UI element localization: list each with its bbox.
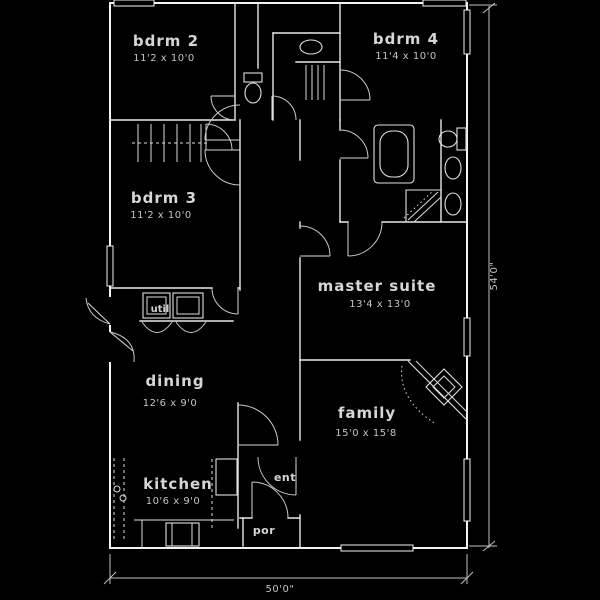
fireplace-band (407, 360, 467, 420)
room-labels: bdrm 2 11'2 x 10'0 bdrm 4 11'4 x 10'0 bd… (130, 30, 439, 537)
refrigerator-icon (215, 458, 238, 496)
interior-walls (109, 2, 468, 549)
hearth (401, 365, 437, 425)
shower-door (407, 191, 442, 223)
room-label-kitchen: kitchen (143, 475, 213, 493)
hall-bath-fixtures (243, 39, 325, 104)
fireplace (401, 360, 467, 425)
room-label-master: master suite (318, 277, 437, 295)
window-icon (463, 458, 471, 522)
bdrm3-closet (132, 124, 208, 162)
overall-width-dimension: 50'0" (266, 584, 295, 595)
linen-shelves (305, 65, 325, 100)
dryer-icon (172, 292, 204, 319)
window-icon (463, 317, 471, 357)
room-dims-family: 15'0 x 15'8 (335, 428, 396, 439)
room-label-bdrm3: bdrm 3 (131, 189, 197, 207)
window-icon (422, 0, 467, 7)
tub-icon (373, 124, 415, 184)
toilet-icon (438, 130, 458, 148)
exterior-walls (109, 2, 468, 549)
room-label-entry: ent (274, 471, 296, 484)
room-label-bdrm2: bdrm 2 (133, 32, 199, 50)
washer-icon (142, 292, 171, 319)
room-label-dining: dining (145, 372, 204, 390)
window-icon (113, 0, 155, 7)
window-icon (106, 245, 114, 287)
room-dims-bdrm2: 11'2 x 10'0 (133, 53, 194, 64)
tub-basin (379, 130, 409, 178)
room-dims-bdrm4: 11'4 x 10'0 (375, 51, 436, 62)
toilet-tank (456, 127, 467, 151)
range-icon (165, 522, 200, 547)
pantry-shelves (113, 458, 125, 540)
dimension-labels: 50'0" 54'0" (266, 262, 500, 595)
room-label-porch: por (253, 524, 275, 537)
toilet-icon (244, 82, 262, 104)
room-dims-kitchen: 10'6 x 9'0 (146, 496, 201, 507)
sink-icon (299, 39, 323, 55)
room-label-bdrm4: bdrm 4 (373, 30, 439, 48)
overall-depth-dimension: 54'0" (489, 262, 500, 291)
window-icon (340, 544, 414, 552)
master-bath-fixtures (373, 124, 467, 223)
door-swings (85, 69, 383, 519)
windows (106, 0, 471, 552)
dimension-lines (103, 2, 497, 585)
room-label-util: util (151, 304, 170, 315)
room-dims-bdrm3: 11'2 x 10'0 (130, 210, 191, 221)
util-fixtures (142, 292, 204, 319)
window-icon (463, 9, 471, 55)
sink-knob (119, 494, 127, 502)
firebox (425, 368, 463, 406)
vanity-sink-icon (444, 192, 462, 216)
room-dims-dining: 12'6 x 9'0 (143, 398, 198, 409)
room-label-family: family (338, 404, 396, 422)
vanity-sink-icon (444, 156, 462, 180)
room-dims-master: 13'4 x 13'0 (349, 299, 410, 310)
shower-frame (405, 189, 441, 222)
sink-knob (113, 485, 121, 493)
kitchen-fixtures (113, 458, 238, 548)
toilet-tank (243, 72, 263, 83)
